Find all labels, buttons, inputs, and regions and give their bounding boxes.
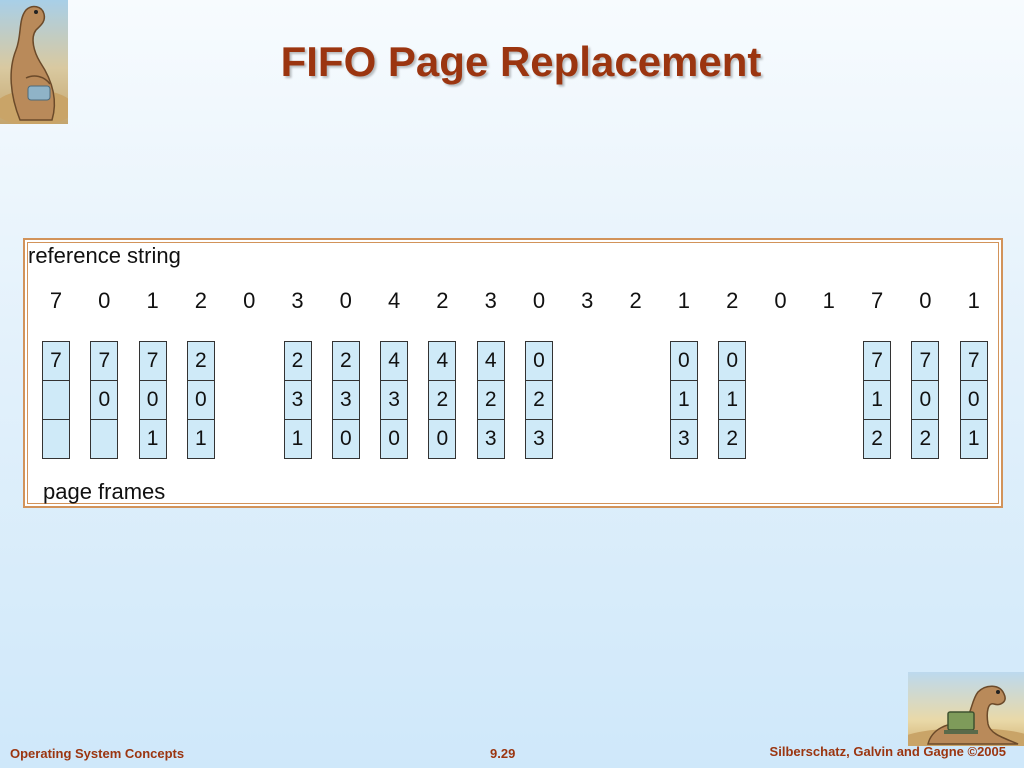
page-frames-label: page frames: [43, 479, 166, 504]
reference-page: 3: [484, 288, 497, 313]
reference-page: 0: [919, 288, 932, 313]
frame-cell: 1: [864, 380, 891, 419]
reference-page: 0: [339, 288, 352, 313]
frame-cell: 1: [670, 380, 697, 419]
reference-page: 2: [194, 288, 208, 313]
dinosaur-logo-icon: [0, 0, 68, 124]
frame-cell: 0: [429, 419, 456, 458]
frame-cell: 0: [332, 419, 359, 458]
frame-cell: 3: [284, 380, 311, 419]
frame-cell: 0: [139, 380, 166, 419]
frame-cell: 7: [98, 349, 111, 372]
reference-page: 1: [822, 288, 835, 313]
reference-page: 3: [581, 288, 594, 313]
frame-cell: 0: [960, 380, 987, 419]
reference-page: 2: [726, 288, 739, 313]
frame-cell: 2: [291, 349, 304, 372]
frame-cell: 4: [484, 349, 497, 372]
frame-cell: 0: [533, 349, 545, 372]
frame-cell: 2: [195, 349, 207, 372]
frame-cell: 4: [436, 349, 449, 372]
frame-cell: 3: [526, 419, 552, 458]
frame-cell: 1: [284, 419, 311, 458]
frame-cell: 7: [919, 349, 932, 372]
slide-title: FIFO Page Replacement: [280, 38, 762, 85]
frame-cell: 7: [967, 349, 980, 372]
reference-page: 7: [870, 288, 884, 313]
frame-cell: 0: [381, 419, 408, 458]
frame-cell: 1: [139, 419, 166, 458]
reference-page: 0: [774, 288, 787, 313]
reference-string-label: reference string: [28, 243, 181, 268]
frame-cell: 7: [146, 349, 159, 372]
frame-cell: 2: [912, 419, 939, 458]
frame-cell: 3: [477, 419, 504, 458]
frame-cell: 7: [50, 349, 62, 372]
footer-copyright: Silberschatz, Galvin and Gagne ©2005: [769, 744, 1006, 759]
frame-cell: 2: [429, 380, 456, 419]
reference-page: 4: [387, 288, 401, 313]
frame-cell: 0: [726, 349, 739, 372]
frame-cell: 2: [526, 380, 552, 419]
frame-cell: 0: [91, 380, 118, 419]
reference-page: 1: [146, 288, 159, 313]
frame-cell: 2: [719, 419, 746, 458]
frame-cell: 3: [670, 419, 697, 458]
frame-cell: 1: [719, 380, 746, 419]
frame-cell: 7: [871, 349, 883, 372]
reference-page: 0: [98, 288, 111, 313]
frame-cell: 0: [187, 380, 214, 419]
frame-cell: [43, 419, 69, 458]
dinosaur-laptop-icon: [908, 672, 1024, 746]
footer-page-number: 9.29: [490, 746, 516, 761]
frame-cell: 1: [187, 419, 214, 458]
reference-page: 2: [629, 288, 642, 313]
reference-page: 0: [243, 288, 256, 313]
reference-page: 3: [291, 288, 304, 313]
frame-cell: 2: [864, 419, 891, 458]
frame-cell: 1: [960, 419, 987, 458]
frame-cell: 0: [912, 380, 939, 419]
frame-cell: [43, 380, 69, 419]
reference-page: 1: [677, 288, 691, 313]
reference-page: 7: [49, 288, 63, 313]
frame-cell: 3: [381, 380, 408, 419]
reference-page: 0: [532, 288, 546, 313]
frame-cell: 3: [332, 380, 359, 419]
frame-cell: 4: [388, 349, 400, 372]
reference-page: 1: [967, 288, 980, 313]
frame-cell: 2: [339, 349, 352, 372]
frame-cell: 2: [477, 380, 504, 419]
page-frame-column: 7: [42, 341, 70, 459]
footer-course-title: Operating System Concepts: [10, 746, 185, 761]
frame-cell: 0: [678, 349, 690, 372]
reference-page: 2: [436, 288, 449, 313]
frame-cell: [91, 419, 118, 458]
